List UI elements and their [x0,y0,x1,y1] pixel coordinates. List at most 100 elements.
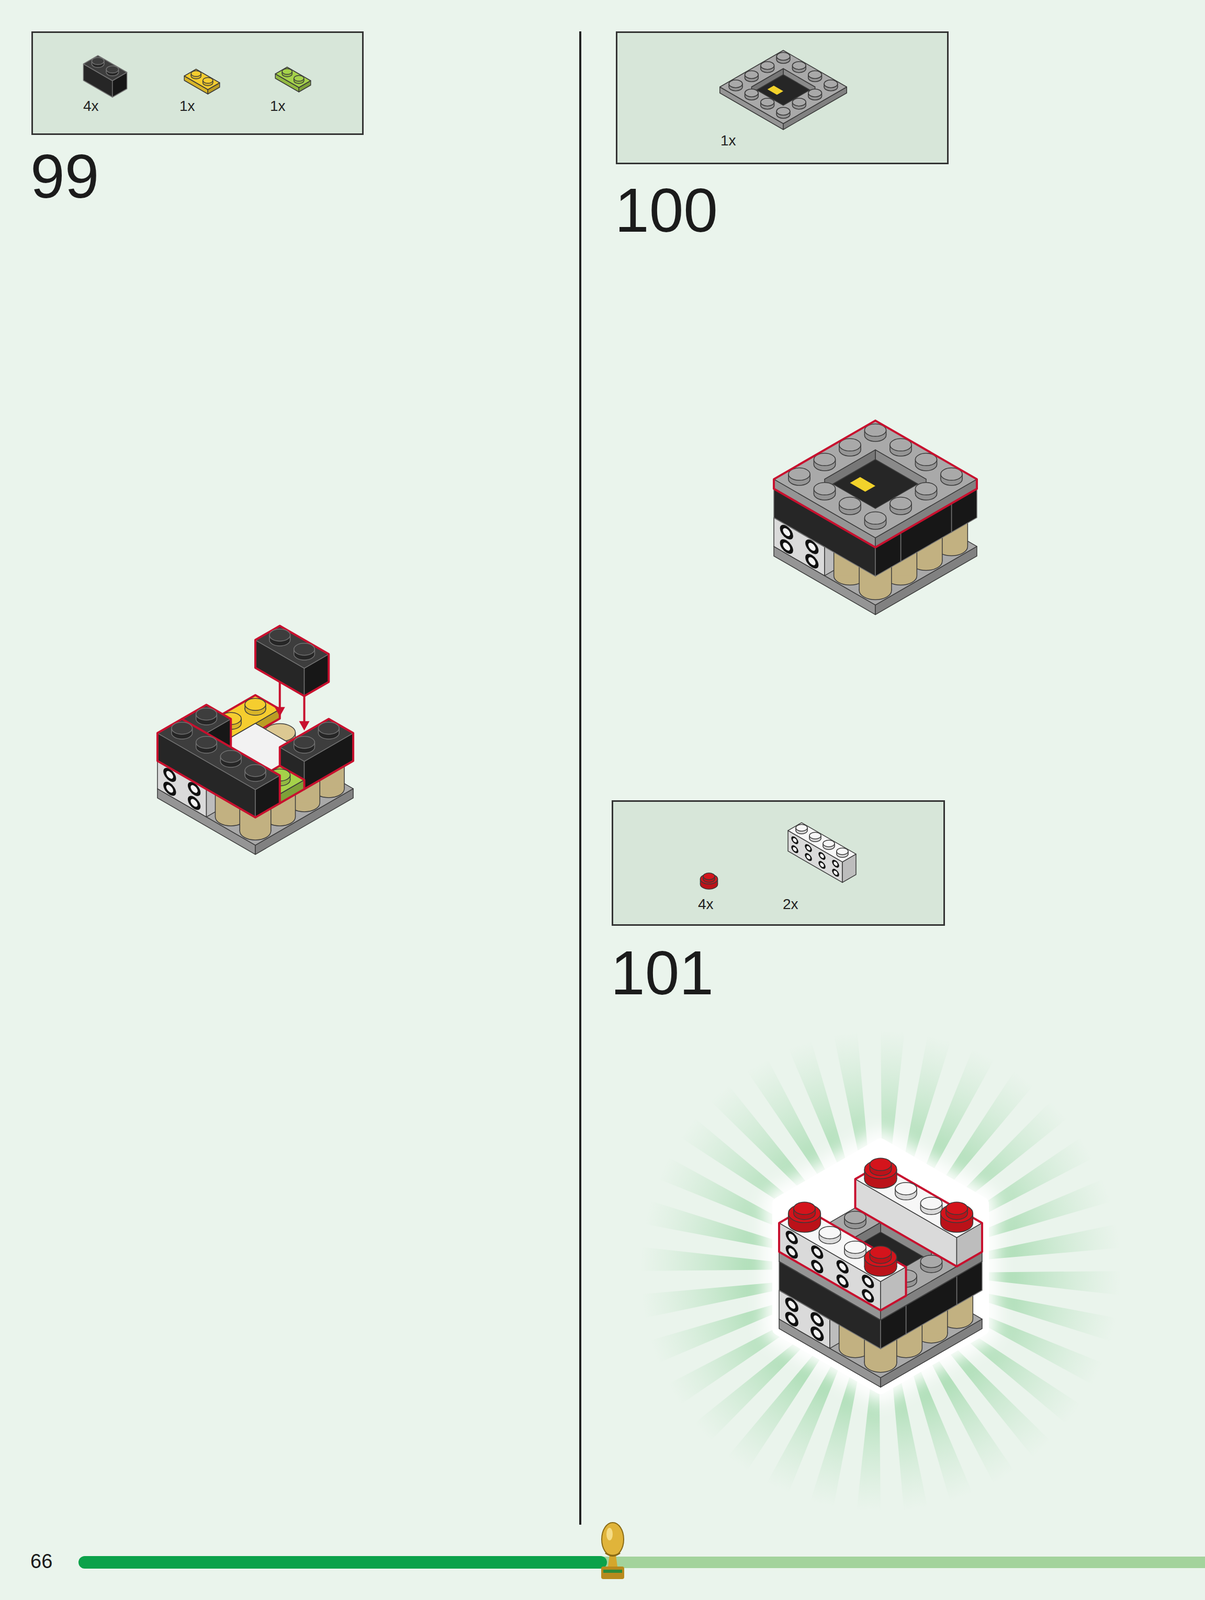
stud [91,57,105,65]
quantity-label: 4x [83,98,99,114]
stud [244,698,266,711]
parts-icons [83,50,857,890]
stud [813,482,836,496]
quantity-label: 2x [782,897,799,912]
quantity-label: 1x [179,98,196,114]
trophy-icon [601,1523,625,1580]
side-stud [791,835,799,847]
side-stud [780,536,794,557]
divider [579,31,582,1526]
brick-face [773,420,977,538]
stud [792,98,806,107]
brick-face [767,85,784,96]
stud [844,1241,866,1255]
stud [203,77,213,84]
brick-face [275,66,311,88]
side-stud [836,1272,849,1291]
stud [869,1158,892,1171]
stud [890,497,912,511]
brick-face [824,449,927,509]
brick-face [83,55,127,81]
brick-face [157,719,280,791]
side-stud [818,859,826,871]
side-stud [791,843,799,855]
stud [760,61,775,70]
stud [839,497,861,511]
stud [703,873,715,881]
side-stud [811,1257,824,1277]
side-stud [785,1243,798,1262]
stud [792,61,806,70]
step-number: 100 [614,179,718,242]
stud [776,52,791,61]
side-stud [818,850,826,862]
stud [824,80,838,88]
stud [728,80,743,88]
stud [869,1246,892,1259]
stud [793,1202,816,1215]
arrow-head [274,707,286,717]
side-stud [163,779,176,799]
quantity-label: 1x [720,133,737,149]
brick-face [850,477,876,492]
stud [895,1183,917,1196]
quantity-label: 1x [269,98,286,114]
brick-face [779,1145,983,1388]
stud [795,824,808,832]
side-stud [861,1287,874,1306]
stud [776,107,791,116]
stud [745,88,759,97]
step-101-model [634,1025,1127,1518]
stud [318,722,340,735]
page-number: 66 [30,1551,53,1572]
side-stud [831,858,840,870]
stud [294,643,315,656]
stud [220,750,242,763]
stud [836,848,849,855]
progress-bar [601,1557,1205,1569]
stud [809,832,821,840]
brick-face [779,1208,906,1311]
stud [920,1197,942,1211]
stud [745,70,759,79]
stud [269,629,291,642]
parts-box: 1x [615,31,949,165]
stud [171,722,193,735]
stud [196,708,218,721]
parts-box: 4x 1x 1x [31,31,364,135]
stud [294,75,304,82]
side-stud [836,1257,849,1277]
brick-face [719,50,847,124]
brick-face [751,68,815,106]
brick-face [157,719,280,818]
stud [915,482,937,496]
stud [282,68,292,75]
stud [760,98,775,107]
side-stud [785,1309,799,1330]
stud [190,70,201,77]
step-99-model [157,626,354,855]
parts-box-ground [615,31,949,165]
side-stud [811,1243,824,1262]
side-stud [804,851,813,863]
arrow-head [299,721,310,731]
step-100-model [773,420,977,615]
parts-box: 4x 2x [611,800,945,927]
stud [818,1226,841,1240]
progress-bar [78,1556,607,1570]
side-stud [805,551,819,572]
brick-face [773,420,977,548]
stud [106,65,119,74]
side-stud [804,842,813,854]
quantity-label: 4x [697,897,714,912]
stud [864,512,886,525]
stud [808,70,822,79]
step-number: 101 [610,942,714,1005]
stud [196,736,218,749]
side-stud [810,1324,824,1345]
stud [808,88,822,97]
parts-box-ground [611,800,945,927]
step-number: 99 [30,145,99,208]
